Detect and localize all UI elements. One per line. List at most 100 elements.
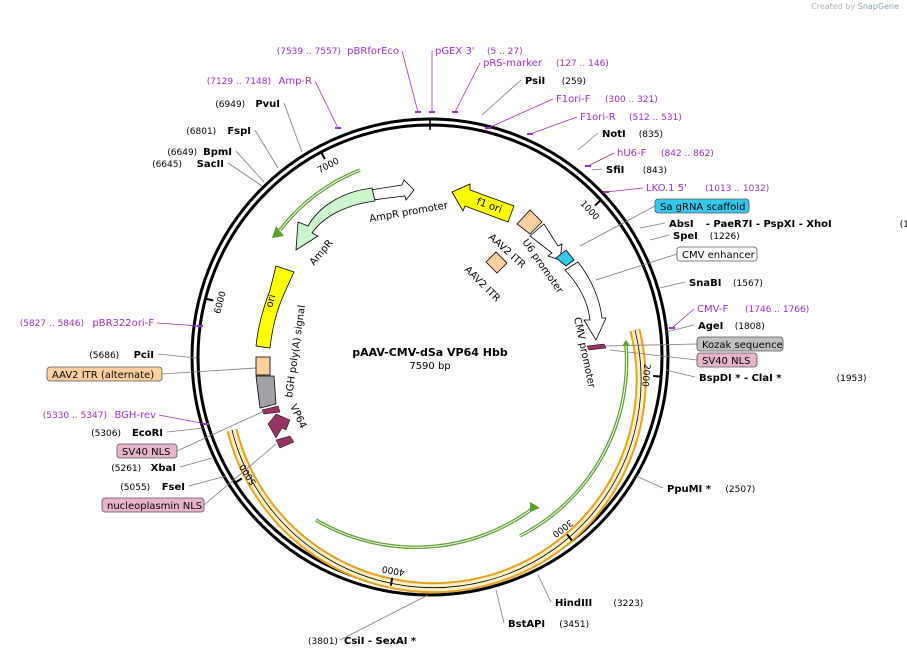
- site-name: BstAPI: [508, 619, 545, 630]
- restriction-site-psii[interactable]: PsiI(259): [481, 76, 586, 116]
- site-position: (3223): [613, 599, 643, 609]
- watermark-brand: SnapGene: [857, 2, 899, 11]
- site-name: BpmI: [203, 147, 232, 158]
- restriction-site-ppumi[interactable]: PpuMI *(2507): [635, 475, 755, 495]
- site-position: (1567): [733, 279, 763, 289]
- primer-cmv-f[interactable]: CMV-F(1746 .. 1766): [669, 304, 809, 329]
- vp64-feature[interactable]: VP64: [261, 403, 308, 449]
- primer-hu6-f[interactable]: hU6-F (842 .. 862): [585, 148, 714, 167]
- primer-position: (5 .. 27): [487, 47, 523, 57]
- restriction-site-sacii[interactable]: SacII(6645): [152, 159, 263, 187]
- primer-position: (842 .. 862): [661, 149, 714, 159]
- feature-label-sa-grna-scaffold[interactable]: Sa gRNA scaffold: [579, 198, 750, 247]
- site-position: (5686): [89, 351, 119, 361]
- restriction-site-sfii[interactable]: SfiI(843): [591, 165, 667, 176]
- restriction-site-bstapi[interactable]: BstAPI (3451): [495, 589, 589, 630]
- restriction-site-bpmi[interactable]: BpmI(6649): [167, 147, 265, 183]
- aav2-itr-feature-2[interactable]: AAV2 ITR: [462, 251, 508, 304]
- site-position: (3451): [559, 620, 589, 630]
- restriction-site-bspdi[interactable]: BspDI * - ClaI *(1953): [665, 369, 867, 384]
- restriction-site-agei[interactable]: AgeI(1808): [665, 321, 765, 333]
- ampr-label: AmpR: [308, 238, 336, 268]
- restriction-site-fspi[interactable]: FspI (6801): [186, 126, 279, 169]
- feature-label-kozak-sequence[interactable]: Kozak sequence: [603, 336, 784, 352]
- restriction-site-noti[interactable]: NotI (835): [577, 129, 663, 151]
- site-name: FspI: [227, 126, 251, 137]
- site-name: FseI: [162, 482, 185, 493]
- sv40-nls-mark-1[interactable]: [586, 343, 607, 351]
- feature-label-text: SV40 NLS: [702, 356, 751, 367]
- feature-label-text: nucleoplasmin NLS: [107, 501, 202, 512]
- feature-label-sv40-nls[interactable]: SV40 NLS: [609, 349, 758, 368]
- tick-7000: 7000: [316, 151, 341, 176]
- primer-f1ori-f[interactable]: F1ori-F(300 .. 321): [485, 94, 658, 129]
- primer-position: (5827 .. 5846): [20, 319, 84, 329]
- site-position: (835): [639, 130, 663, 140]
- primer-name: CMV-F: [697, 304, 728, 315]
- feature-label-cmv-enhancer[interactable]: CMV enhancer: [595, 246, 758, 281]
- plasmid-name: pAAV-CMV-dSa VP64 Hbb: [352, 346, 508, 359]
- site-position: (3801): [308, 637, 338, 647]
- site-name: XbaI: [151, 463, 176, 474]
- primer-lko-1-5-[interactable]: LKO.1 5'(1013 .. 1032): [603, 183, 769, 194]
- ori-feature[interactable]: ori: [255, 265, 295, 349]
- restriction-site-ecori[interactable]: EcoRI(5306): [91, 427, 205, 439]
- ampr-direction-arrow: [272, 168, 361, 238]
- primer-name: pRS-marker: [483, 58, 543, 69]
- tick-1000: 1000: [578, 199, 602, 223]
- ampr-promoter-feature[interactable]: AmpR promoter: [369, 179, 450, 225]
- dsa-cas9-feature[interactable]: [226, 328, 647, 594]
- cmv-promoter-feature[interactable]: CMV promoter: [564, 261, 607, 390]
- site-name: NotI: [602, 129, 626, 140]
- feature-label-text: AAV2 ITR (alternate): [52, 370, 154, 381]
- primer-pgex-3-[interactable]: pGEX 3'(5 .. 27): [429, 46, 523, 113]
- feature-label-text: Kozak sequence: [702, 340, 783, 351]
- primer-f1ori-r[interactable]: F1ori-R(512 .. 531): [527, 112, 682, 135]
- primer-name: Amp-R: [279, 76, 313, 87]
- site-name: AgeI: [698, 321, 723, 332]
- restriction-site-fsei[interactable]: FseI(5055): [120, 475, 227, 493]
- primer-bgh-rev[interactable]: BGH-rev (5330 .. 5347): [43, 410, 209, 425]
- primer-pbrforeco[interactable]: pBRforEco(7539 .. 7557): [277, 46, 421, 113]
- restriction-site-snabi[interactable]: SnaBI (1567): [659, 278, 763, 289]
- site-name: SpeI: [673, 231, 698, 242]
- primer-position: (5330 .. 5347): [43, 411, 107, 421]
- restriction-site-csii[interactable]: (3801)CsiI - SexAI *: [308, 594, 429, 647]
- site-name: AbsI: [669, 219, 694, 230]
- site-name: PciI: [134, 350, 154, 361]
- site-position: (259): [562, 77, 586, 87]
- snapgene-watermark: Created by SnapGene: [811, 2, 899, 11]
- cas9-direction-arrow-2: [315, 502, 540, 549]
- restriction-site-pvui[interactable]: PvuI(6949): [215, 99, 303, 153]
- sa-grna-scaffold-feature[interactable]: [555, 249, 575, 267]
- feature-label-sv40-nls[interactable]: SV40 NLS: [116, 411, 263, 459]
- primer-name: BGH-rev: [114, 410, 156, 421]
- tick-label: 4000: [381, 563, 406, 577]
- tick-label: 7000: [316, 156, 341, 176]
- feature-label-nucleoplasmin-nls[interactable]: nucleoplasmin NLS: [101, 443, 277, 513]
- f1-ori-feature[interactable]: f1 ori: [451, 183, 515, 223]
- primer-name: hU6-F: [617, 148, 647, 159]
- primer-pbr322ori-f[interactable]: pBR322ori-F(5827 .. 5846): [20, 318, 203, 329]
- primer-prs-marker[interactable]: pRS-marker(127 .. 146): [452, 58, 609, 113]
- site-position: (1226): [710, 232, 740, 242]
- tick-2000: 2000: [639, 363, 662, 387]
- primer-position: (512 .. 531): [629, 113, 682, 123]
- feature-label-aav2-itr-alternate-[interactable]: AAV2 ITR (alternate): [46, 366, 257, 382]
- restriction-site-hindiii[interactable]: HindIII(3223): [537, 574, 643, 609]
- primer-name: LKO.1 5': [646, 183, 687, 194]
- feature-label-text: CMV enhancer: [682, 250, 756, 261]
- primer-position: (7539 .. 7557): [277, 47, 341, 57]
- site-name: PpuMI *: [667, 484, 712, 495]
- primer-position: (7129 .. 7148): [207, 77, 271, 87]
- site-position: (6801): [186, 127, 216, 137]
- restriction-site-pcii[interactable]: PciI (5686): [89, 350, 197, 361]
- primer-amp-r[interactable]: Amp-R (7129 .. 7148): [207, 76, 341, 129]
- site-name: EcoRI: [132, 428, 163, 439]
- restriction-site-xbai[interactable]: XbaI(5261): [111, 457, 213, 474]
- restriction-site-spei[interactable]: SpeI (1226): [649, 231, 740, 242]
- site-name: SnaBI: [689, 278, 721, 289]
- aav2-itr-alternate-feature[interactable]: [255, 356, 271, 376]
- site-name: BspDI * - ClaI *: [699, 373, 782, 384]
- restriction-site-absi[interactable]: AbsI- PaeR7I - PspXI - XhoI(1201): [639, 219, 907, 230]
